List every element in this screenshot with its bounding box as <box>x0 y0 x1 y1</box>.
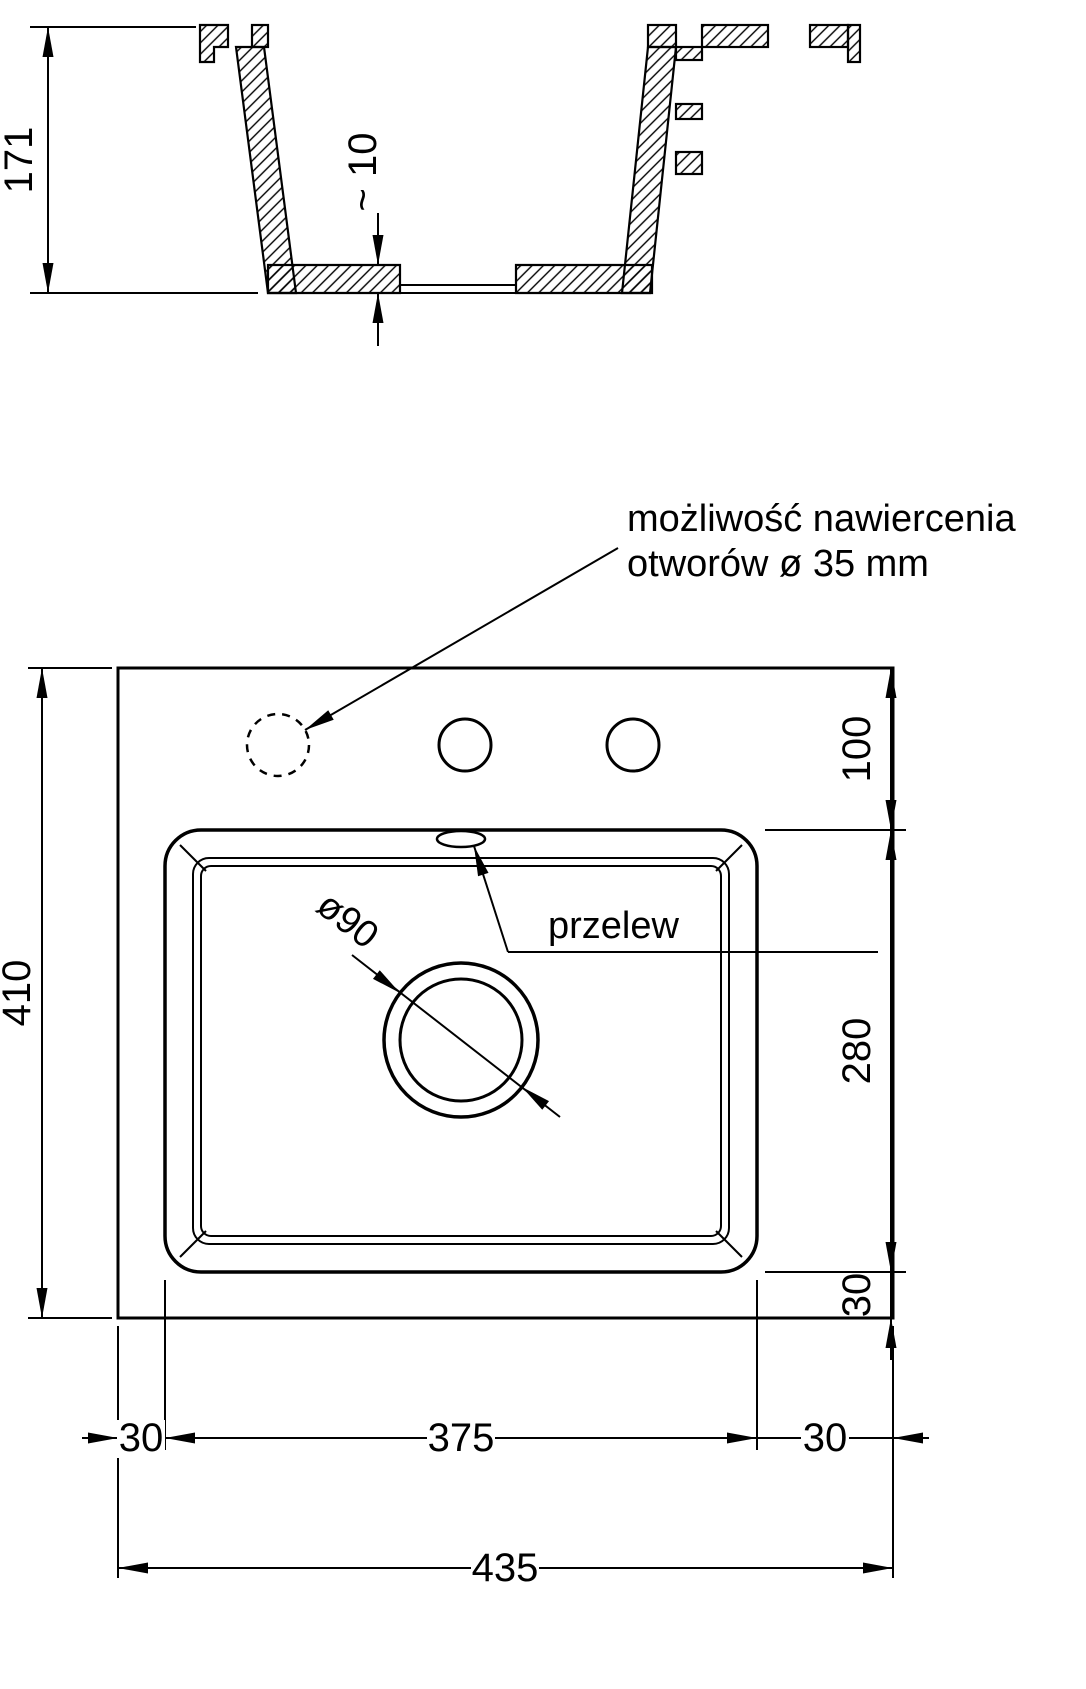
bowl-mid-rim <box>192 857 730 1245</box>
section-deck-segment <box>674 102 704 121</box>
rim-corner-tick <box>715 1230 743 1258</box>
dim-bottom-thickness: ~ 10 <box>341 133 385 346</box>
arrowhead <box>727 1432 757 1444</box>
arrowhead <box>372 293 384 323</box>
drain-outer-circle <box>382 961 540 1119</box>
dim-bottom-offset-label: 30 <box>835 1273 879 1318</box>
drill-note-line1: możliwość nawiercenia <box>627 498 1016 540</box>
dim-bowl-height-label: 280 <box>835 1018 879 1085</box>
arrowhead <box>863 1562 893 1574</box>
section-bottom-left <box>266 263 402 295</box>
arrowhead <box>118 1562 148 1574</box>
arrowhead <box>893 1432 923 1444</box>
drain-inner-circle <box>398 977 524 1103</box>
overflow-label: przelew <box>548 905 679 947</box>
section-deck-segment <box>674 45 704 62</box>
arrowhead <box>42 263 54 293</box>
section-right-wall <box>620 45 678 295</box>
section-right-flange-segment <box>808 23 850 49</box>
faucet-hole-1 <box>437 717 493 773</box>
plan-view: możliwość nawiercenia otworów ø 35 mm pr… <box>0 498 1016 1590</box>
drill-note-line2: otworów ø 35 mm <box>627 543 929 585</box>
dim-bowl-width-label: 375 <box>428 1416 495 1460</box>
arrowhead <box>885 830 897 860</box>
dim-top-offset-label: 100 <box>835 716 879 783</box>
drill-note: możliwość nawiercenia otworów ø 35 mm <box>302 498 1016 735</box>
label-background <box>471 1550 539 1588</box>
dim-total-width-label: 435 <box>472 1546 539 1590</box>
bowl-outer-rim <box>163 828 759 1274</box>
rim-corner-tick <box>179 1230 207 1258</box>
rim-corner-tick <box>179 844 207 872</box>
dim-thickness-label: ~ 10 <box>341 133 385 212</box>
leader-line <box>304 547 619 731</box>
arrowhead <box>468 844 489 877</box>
dim-left-margin-label: 30 <box>119 1416 164 1460</box>
arrowhead <box>885 1318 897 1348</box>
label-background <box>801 1420 849 1458</box>
bowl-inner-rim <box>200 865 722 1237</box>
optional-drill-hole-dashed <box>245 712 311 778</box>
section-right-flange-segment <box>700 23 770 49</box>
dim-bottom-chain: 30 375 30 <box>82 1280 929 1578</box>
rim-corner-tick <box>715 844 743 872</box>
sink-outer-edge <box>116 666 895 1320</box>
arrowhead <box>165 1432 195 1444</box>
section-left-flange <box>198 23 230 64</box>
overflow-annotation: przelew <box>468 844 878 953</box>
arrowhead <box>36 668 48 698</box>
faucet-hole-2 <box>605 717 661 773</box>
label-background <box>117 1420 165 1458</box>
section-view: 171 ~ 10 <box>0 23 862 346</box>
section-right-lip <box>846 23 862 64</box>
dim-total-width: 435 <box>118 1546 893 1590</box>
arrowhead <box>885 668 897 698</box>
arrowhead <box>372 235 384 265</box>
section-left-flange-segment <box>250 23 270 49</box>
dim-depth-label: 171 <box>0 127 41 194</box>
dim-total-height-label: 410 <box>0 960 39 1027</box>
arrowhead <box>42 27 54 57</box>
label-background <box>427 1420 495 1458</box>
drain-diameter-label: ø90 <box>309 884 386 957</box>
arrowhead <box>885 800 897 830</box>
dim-right-chain: 100 280 30 <box>765 668 906 1360</box>
dim-right-margin-label: 30 <box>803 1416 848 1460</box>
overflow-slot <box>435 829 487 849</box>
arrowhead <box>36 1288 48 1318</box>
section-left-wall <box>234 45 298 295</box>
arrowhead <box>885 1242 897 1272</box>
section-deck-segment <box>674 150 704 176</box>
section-bottom-right <box>514 263 654 295</box>
section-right-flange-segment <box>646 23 678 49</box>
dim-total-height: 410 <box>0 667 112 1319</box>
drain-diameter-annotation: ø90 <box>309 884 561 1118</box>
dim-total-depth: 171 <box>0 26 258 294</box>
arrowhead <box>88 1432 118 1444</box>
